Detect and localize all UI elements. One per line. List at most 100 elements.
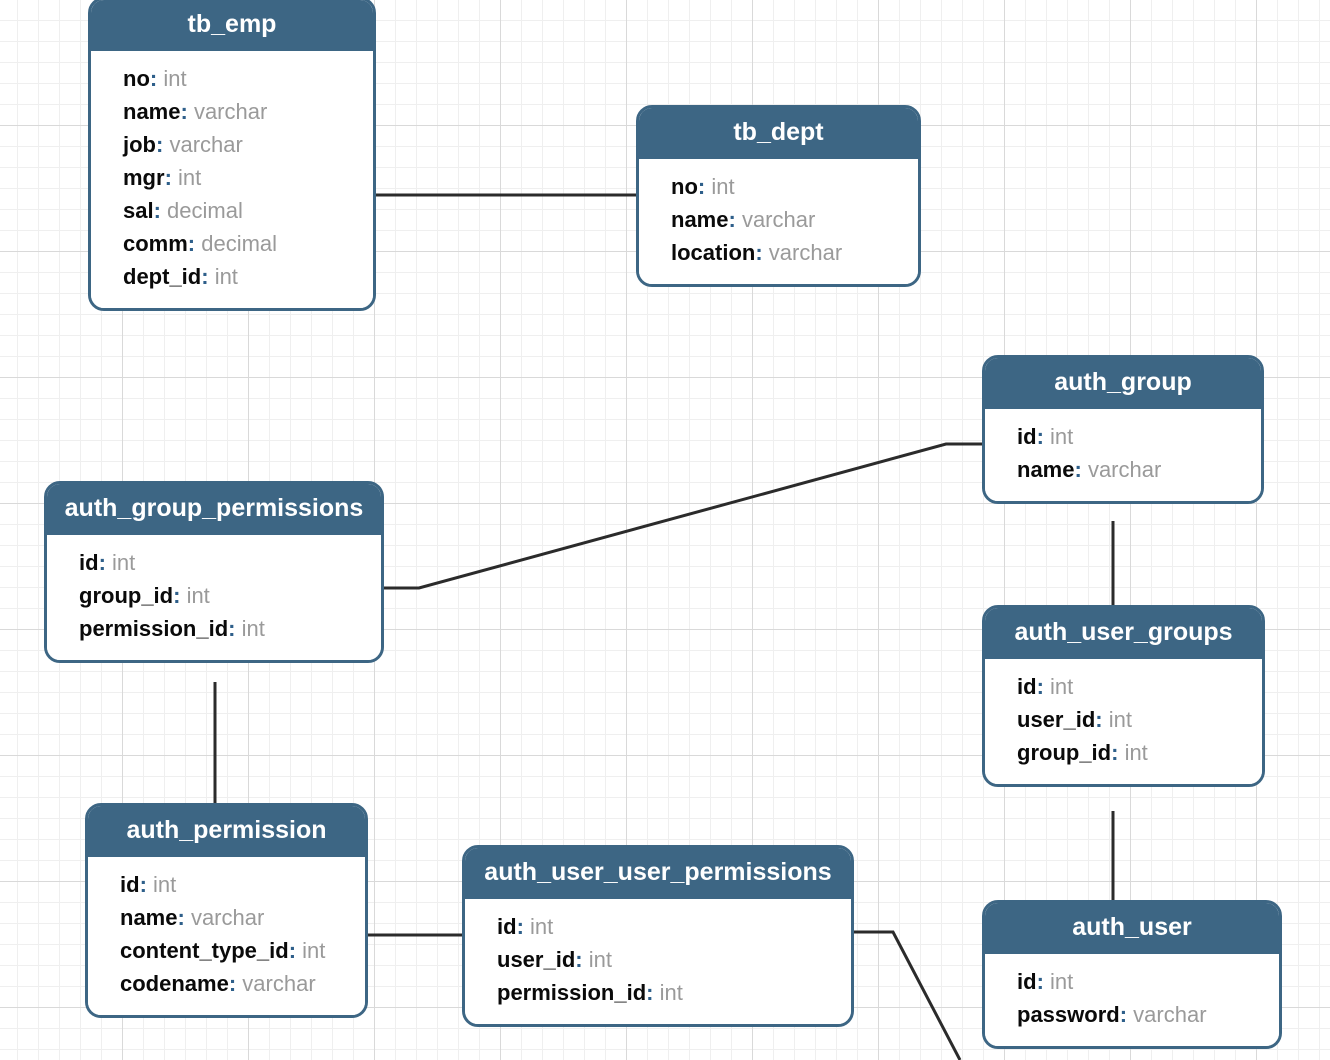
attribute-colon: : — [728, 207, 736, 232]
attribute-row: permission_id: int — [465, 977, 851, 1010]
attribute-name: id — [1017, 674, 1037, 699]
entity-auth_user[interactable]: auth_user id: int password: varchar — [982, 900, 1282, 1049]
entity-auth_group_permissions[interactable]: auth_group_permissions id: int group_id:… — [44, 481, 384, 663]
attribute-name: sal — [123, 198, 154, 223]
attribute-colon: : — [1074, 457, 1082, 482]
attribute-type: int — [178, 165, 202, 190]
attribute-name: name — [120, 905, 178, 930]
entity-body-auth_user_groups: id: int user_id: int group_id: int — [985, 659, 1262, 784]
attribute-colon: : — [1036, 424, 1044, 449]
attribute-type: int — [163, 66, 187, 91]
attribute-row: permission_id: int — [47, 613, 381, 646]
attribute-name: name — [1017, 457, 1075, 482]
attribute-colon: : — [1111, 740, 1119, 765]
attribute-type: int — [214, 264, 238, 289]
attribute-name: dept_id — [123, 264, 202, 289]
attribute-type: decimal — [167, 198, 243, 223]
entity-body-auth_group: id: int name: varchar — [985, 409, 1261, 501]
attribute-row: id: int — [985, 421, 1261, 454]
attribute-type: int — [588, 947, 612, 972]
entity-header-auth_group: auth_group — [985, 358, 1261, 409]
attribute-row: codename: varchar — [88, 968, 365, 1001]
attribute-name: password — [1017, 1002, 1120, 1027]
attribute-type: varchar — [1087, 457, 1162, 482]
attribute-type: varchar — [768, 240, 843, 265]
entity-body-tb_dept: no: int name: varchar location: varchar — [639, 159, 918, 284]
attribute-type: decimal — [201, 231, 278, 256]
attribute-name: id — [497, 914, 517, 939]
attribute-row: no: int — [91, 63, 373, 96]
attribute-name: job — [123, 132, 156, 157]
attribute-type: varchar — [169, 132, 243, 157]
attribute-name: content_type_id — [120, 938, 289, 963]
attribute-row: name: varchar — [639, 204, 918, 237]
edge-auth_group_permissions-auth_group — [384, 442, 982, 590]
attribute-name: codename — [120, 971, 229, 996]
entity-header-auth_group_permissions: auth_group_permissions — [47, 484, 381, 535]
attribute-name: group_id — [1017, 740, 1112, 765]
attribute-colon: : — [201, 264, 209, 289]
attribute-row: id: int — [985, 671, 1262, 704]
attribute-colon: : — [697, 174, 706, 199]
attribute-name: user_id — [497, 947, 576, 972]
attribute-type: int — [112, 550, 136, 575]
entity-header-auth_permission: auth_permission — [88, 806, 365, 857]
attribute-name: group_id — [79, 583, 174, 608]
attribute-row: id: int — [88, 869, 365, 902]
attribute-row: group_id: int — [47, 580, 381, 613]
entity-body-auth_permission: id: int name: varchar content_type_id: i… — [88, 857, 365, 1015]
attribute-colon: : — [516, 914, 524, 939]
attribute-row: sal: decimal — [91, 195, 373, 228]
attribute-name: id — [120, 872, 140, 897]
edge-auth_user_user_permissions-auth_user — [854, 930, 962, 1060]
attribute-row: content_type_id: int — [88, 935, 365, 968]
entity-header-auth_user_groups: auth_user_groups — [985, 608, 1262, 659]
attribute-colon: : — [149, 66, 158, 91]
attribute-row: user_id: int — [465, 944, 851, 977]
attribute-type: int — [1108, 707, 1132, 732]
entity-tb_emp[interactable]: tb_emp no: int name: varchar job: varcha… — [88, 0, 376, 311]
attribute-name: mgr — [123, 165, 165, 190]
attribute-type: varchar — [190, 905, 265, 930]
attribute-row: job: varchar — [91, 129, 373, 162]
attribute-row: name: varchar — [985, 454, 1261, 487]
attribute-colon: : — [153, 198, 161, 223]
attribute-row: group_id: int — [985, 737, 1262, 770]
attribute-row: no: int — [639, 171, 918, 204]
entity-body-tb_emp: no: int name: varchar job: varchar mgr: … — [91, 51, 373, 308]
attribute-row: password: varchar — [985, 999, 1279, 1032]
attribute-colon: : — [187, 231, 196, 256]
entity-header-auth_user_user_permissions: auth_user_user_permissions — [465, 848, 851, 899]
entity-tb_dept[interactable]: tb_dept no: int name: varchar location: … — [636, 105, 921, 287]
attribute-row: id: int — [985, 966, 1279, 999]
attribute-colon: : — [228, 616, 236, 641]
attribute-row: id: int — [465, 911, 851, 944]
attribute-colon: : — [1119, 1002, 1128, 1027]
entity-auth_group[interactable]: auth_group id: int name: varchar — [982, 355, 1264, 504]
attribute-name: no — [671, 174, 698, 199]
entity-auth_user_groups[interactable]: auth_user_groups id: int user_id: int gr… — [982, 605, 1265, 787]
attribute-name: permission_id — [79, 616, 229, 641]
attribute-colon: : — [288, 938, 297, 963]
attribute-type: varchar — [242, 971, 316, 996]
attribute-name: name — [123, 99, 181, 124]
attribute-row: dept_id: int — [91, 261, 373, 294]
attribute-colon: : — [173, 583, 181, 608]
attribute-row: location: varchar — [639, 237, 918, 270]
entity-auth_user_user_permissions[interactable]: auth_user_user_permissions id: int user_… — [462, 845, 854, 1027]
attribute-type: int — [711, 174, 735, 199]
attribute-row: comm: decimal — [91, 228, 373, 261]
attribute-type: varchar — [193, 99, 268, 124]
attribute-name: permission_id — [497, 980, 647, 1005]
attribute-type: varchar — [1133, 1002, 1207, 1027]
entity-auth_permission[interactable]: auth_permission id: int name: varchar co… — [85, 803, 368, 1018]
attribute-name: name — [671, 207, 729, 232]
attribute-type: int — [153, 872, 177, 897]
entity-body-auth_user: id: int password: varchar — [985, 954, 1279, 1046]
attribute-colon: : — [1095, 707, 1103, 732]
attribute-colon: : — [755, 240, 763, 265]
attribute-colon: : — [646, 980, 654, 1005]
attribute-name: location — [671, 240, 756, 265]
attribute-name: id — [1017, 424, 1037, 449]
